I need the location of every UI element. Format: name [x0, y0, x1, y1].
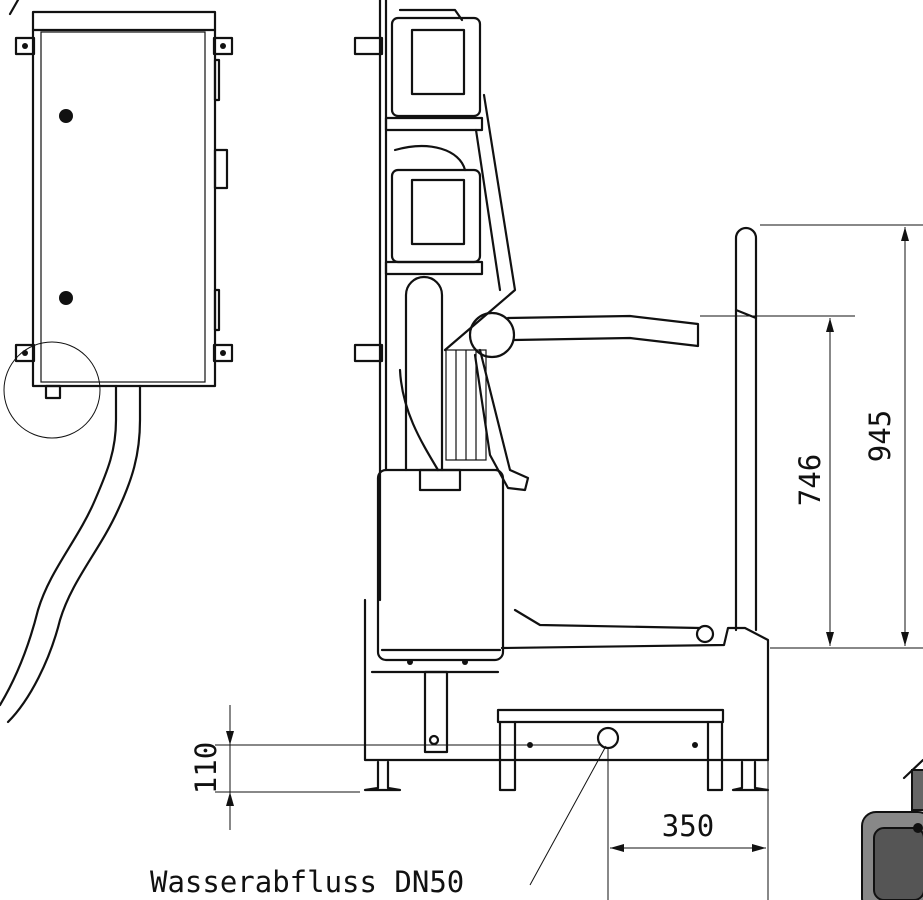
- dimension-lines: [215, 224, 923, 900]
- dimension-350: 350: [662, 809, 714, 843]
- drain-label: Wasserabfluss DN50: [150, 865, 464, 899]
- dimension-746: 746: [793, 454, 827, 506]
- dimension-110: 110: [189, 742, 223, 794]
- machine-side-view: [353, 0, 770, 792]
- dimension-945: 945: [863, 410, 897, 462]
- detail-circle: [3, 341, 101, 439]
- partial-view-unit: [861, 758, 923, 900]
- control-cabinet: [8, 0, 234, 400]
- cable-conduit: [0, 384, 142, 724]
